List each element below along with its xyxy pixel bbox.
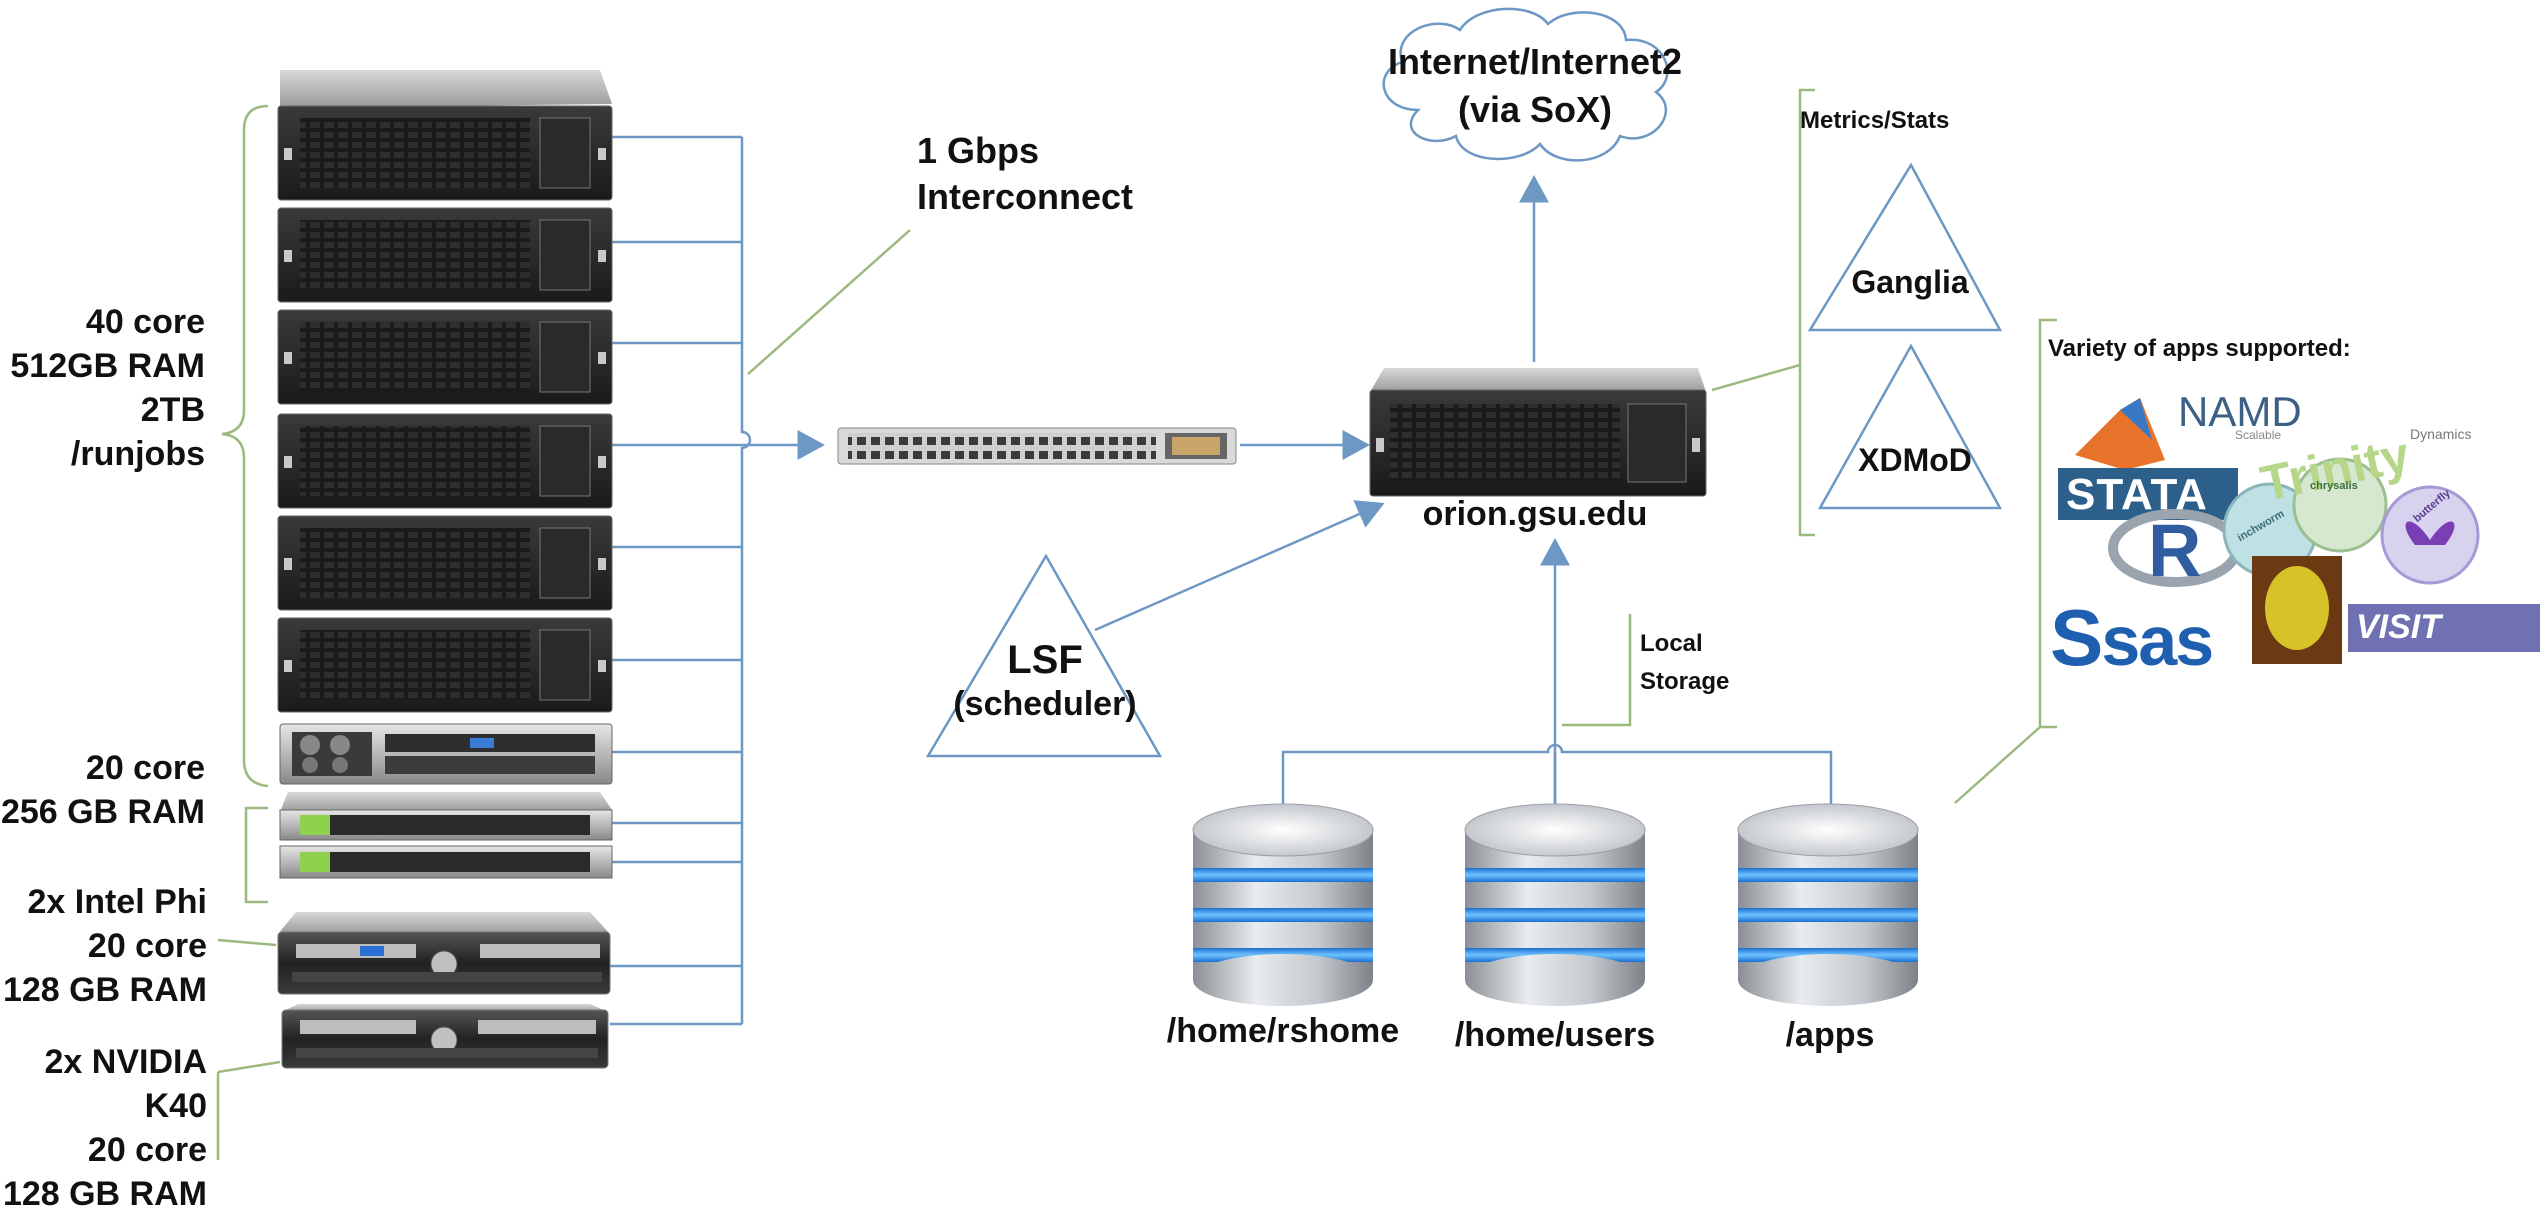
node-group-k40-label: 2x NVIDIA K40 20 core 128 GB RAM (0, 1040, 207, 1216)
stata-logo-bg (2058, 468, 2238, 520)
rack-server (277, 105, 613, 201)
dell-server (281, 1004, 609, 1069)
visit-logo: VISIT (2356, 608, 2442, 646)
volume-label-apps: /apps (1785, 1016, 1875, 1054)
internet-cloud (1382, 7, 1669, 162)
rack-server-1u (279, 845, 613, 879)
rack-server (277, 515, 613, 611)
dell-server (277, 912, 611, 995)
head-node-label: orion.gsu.edu (1422, 495, 1648, 533)
compute-rack (277, 70, 613, 1069)
namd-logo: NAMD (2178, 388, 2302, 435)
node-spec-line: 512GB RAM (10, 347, 205, 385)
database-apps-icon (1737, 803, 1919, 1006)
node-group-phi-label: 2x Intel Phi 20 core 128 GB RAM (0, 880, 207, 1012)
apps-title: Variety of apps supported: (2048, 335, 2351, 362)
node-group-20core-label: 20 core 256 GB RAM (0, 746, 205, 834)
r-logo: R (2148, 509, 2202, 592)
node-spec-line: 256 GB RAM (0, 793, 205, 831)
internet-line: (via SoX) (1457, 89, 1613, 130)
node-group-40core-label: 40 core 512GB RAM 2TB /runjobs (0, 300, 205, 476)
stata-logo: STATA (2066, 470, 2208, 519)
rack-server (277, 207, 613, 303)
architecture-diagram (216, 7, 2540, 1160)
database-rshome-icon (1192, 803, 1374, 1006)
interconnect-speed: 1 Gbps (917, 130, 1040, 171)
rack-server (277, 413, 613, 509)
node-spec-line: 128 GB RAM (2, 1175, 207, 1213)
ganglia-triangle (1807, 162, 2003, 332)
rack-server (277, 617, 613, 713)
visit-logo-bg (2348, 604, 2540, 652)
butterfly-icon (2380, 485, 2480, 585)
matlab-icon (2075, 398, 2165, 470)
sas-logo-text: sas (2101, 602, 2214, 680)
storage-title-line: Local (1640, 630, 1703, 657)
interconnect-text: Interconnect (917, 176, 1134, 217)
xdmod-triangle (1817, 343, 2003, 510)
scheduler-name: LSF (1007, 638, 1083, 682)
internet-label: Internet/Internet2 (via SoX) (1380, 38, 1690, 134)
rack-server (277, 309, 613, 405)
namd-sub-logo: Scalable (2235, 428, 2282, 442)
internet-line: Internet/Internet2 (1387, 41, 1683, 82)
head-node-server (1369, 368, 1707, 497)
namd-sub2-logo: Dynamics (2410, 426, 2472, 442)
network-links (610, 135, 1833, 1026)
network-switch (837, 427, 1237, 465)
chrysalis-icon (2292, 457, 2388, 553)
node-spec-line: 128 GB RAM (2, 971, 207, 1009)
node-spec-line: 40 core (85, 303, 205, 341)
rack-server-rear (279, 723, 613, 785)
node-spec-line: 2TB /runjobs (70, 391, 205, 473)
node-spec-line: 2x NVIDIA K40 (44, 1043, 208, 1125)
app-logos (2058, 398, 2540, 664)
xdmod-label: XDMoD (1858, 442, 1972, 478)
ganglia-label: Ganglia (1851, 264, 1969, 300)
node-spec-line: 20 core (87, 927, 207, 965)
volume-label-users: /home/users (1454, 1016, 1656, 1054)
node-spec-line: 20 core (85, 749, 205, 787)
node-spec-line: 2x Intel Phi (27, 883, 208, 921)
scheduler-label: LSF (scheduler) (950, 636, 1140, 724)
interconnect-label: 1 Gbps Interconnect (917, 128, 1133, 220)
database-users-icon (1464, 803, 1646, 1006)
scheduler-sub: (scheduler) (953, 685, 1137, 723)
local-storage-label: Local Storage (1640, 625, 1729, 701)
sas-logo: Ssas (2050, 593, 2214, 682)
storage-title-line: Storage (1640, 668, 1730, 695)
volume-label-rshome: /home/rshome (1166, 1012, 1400, 1050)
chrysalis-logo: chrysalis (2310, 480, 2358, 492)
lsf-triangle (925, 553, 1163, 758)
rack-server-1u (279, 792, 613, 841)
node-spec-line: 20 core (87, 1131, 207, 1169)
brackets (216, 88, 2057, 1160)
metrics-title: Metrics/Stats (1800, 107, 1950, 134)
